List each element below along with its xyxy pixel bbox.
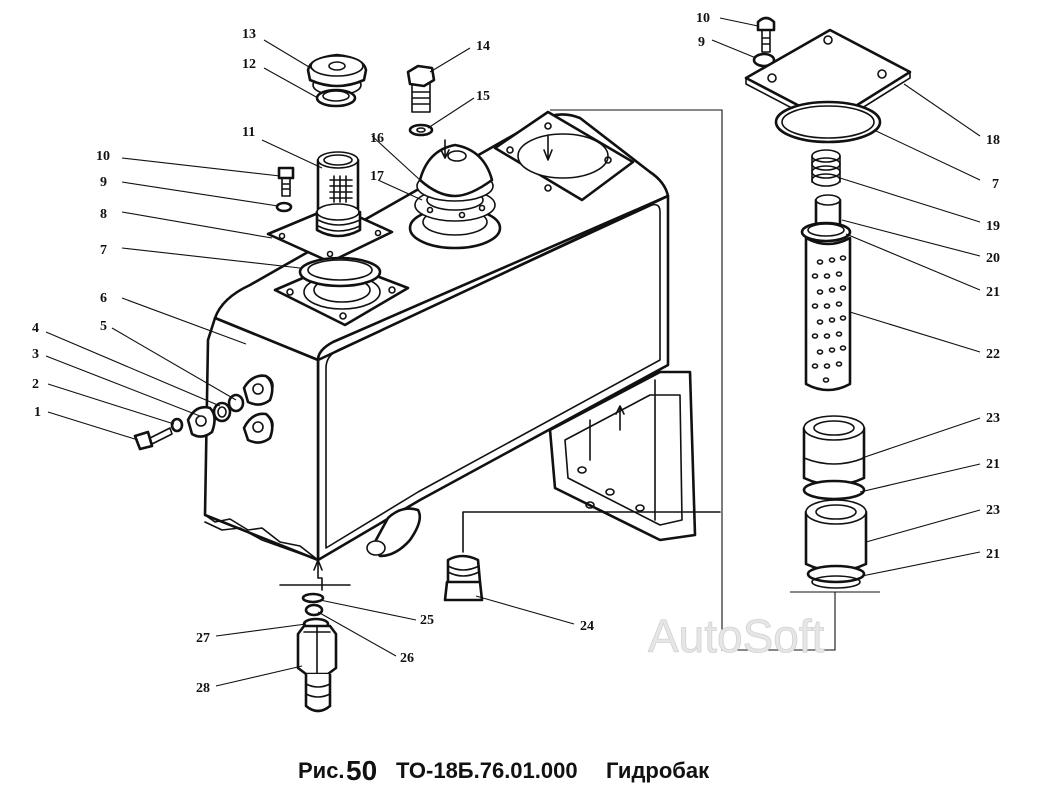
callout-14: 14 xyxy=(476,39,490,54)
callout-7-left: 7 xyxy=(100,243,107,258)
callout-4: 4 xyxy=(32,321,39,336)
callout-28: 28 xyxy=(196,681,210,696)
watermark: AutoSoft xyxy=(648,610,825,662)
leader-lines xyxy=(45,17,981,687)
callout-9-left: 9 xyxy=(100,175,107,190)
callout-5: 5 xyxy=(100,319,107,334)
callout-3: 3 xyxy=(32,347,39,362)
filter-element xyxy=(804,236,852,392)
callout-25: 25 xyxy=(420,613,434,628)
callout-21-middle: 21 xyxy=(986,457,1000,472)
callout-10-right: 10 xyxy=(696,11,710,26)
breather-assembly xyxy=(408,143,502,250)
callout-8: 8 xyxy=(100,207,107,222)
drain-fitting xyxy=(443,511,721,602)
flange-bolt xyxy=(277,166,295,197)
cover-washer xyxy=(752,52,776,68)
bottom-fitting-assembly xyxy=(279,559,351,713)
filter-port-plate xyxy=(493,110,635,202)
caption-prefix: Рис. xyxy=(298,758,345,783)
callout-19: 19 xyxy=(986,219,1000,234)
breather-bolt xyxy=(406,64,436,113)
callout-27: 27 xyxy=(196,631,210,646)
callout-9-right: 9 xyxy=(698,35,705,50)
callout-6: 6 xyxy=(100,291,107,306)
callout-12: 12 xyxy=(242,57,256,72)
callout-11: 11 xyxy=(242,125,255,140)
filler-cap xyxy=(306,53,368,96)
filter-cartridge-upper xyxy=(802,415,866,487)
caption-name: Гидробак xyxy=(606,758,710,783)
callout-7-right: 7 xyxy=(992,177,999,192)
cap-gasket xyxy=(315,88,357,108)
cover-gasket xyxy=(774,100,882,144)
callout-26: 26 xyxy=(400,651,414,666)
flange-gasket xyxy=(298,256,382,288)
callout-24: 24 xyxy=(580,619,594,634)
callout-16: 16 xyxy=(370,131,384,146)
callout-numbers: 13 12 14 15 11 16 17 10 9 8 7 6 5 4 3 2 … xyxy=(32,11,1000,696)
callout-13: 13 xyxy=(242,27,256,42)
assembly-guide-line xyxy=(550,109,836,651)
figure-caption: Рис. 50 ТО-18Б.76.01.000 Гидробак xyxy=(298,755,710,786)
flange-washer xyxy=(275,201,293,213)
callout-2: 2 xyxy=(32,377,39,392)
cover-bolt xyxy=(756,16,776,53)
filter-seal-ring-bottom xyxy=(806,564,866,589)
callout-20: 20 xyxy=(986,251,1000,266)
filler-neck-plate xyxy=(266,203,394,264)
callout-10-left: 10 xyxy=(96,149,110,164)
callout-21-bottom: 21 xyxy=(986,547,1000,562)
callout-21-top: 21 xyxy=(986,285,1000,300)
breather-washer xyxy=(408,123,434,137)
filter-cartridge-lower xyxy=(804,499,868,573)
callout-23-upper: 23 xyxy=(986,411,1000,426)
callout-15: 15 xyxy=(476,89,490,104)
callout-1: 1 xyxy=(34,405,41,420)
callout-17: 17 xyxy=(370,169,384,184)
assembly-arrow xyxy=(440,139,450,159)
filter-seal-ring-middle xyxy=(802,479,866,501)
filter-spring xyxy=(811,149,841,187)
callout-22: 22 xyxy=(986,347,1000,362)
filter-seal-ring-top xyxy=(800,221,852,243)
caption-code: ТО-18Б.76.01.000 xyxy=(396,758,578,783)
drain-parts xyxy=(133,374,274,451)
callout-23-lower: 23 xyxy=(986,503,1000,518)
caption-number: 50 xyxy=(346,755,377,786)
callout-18: 18 xyxy=(986,133,1000,148)
